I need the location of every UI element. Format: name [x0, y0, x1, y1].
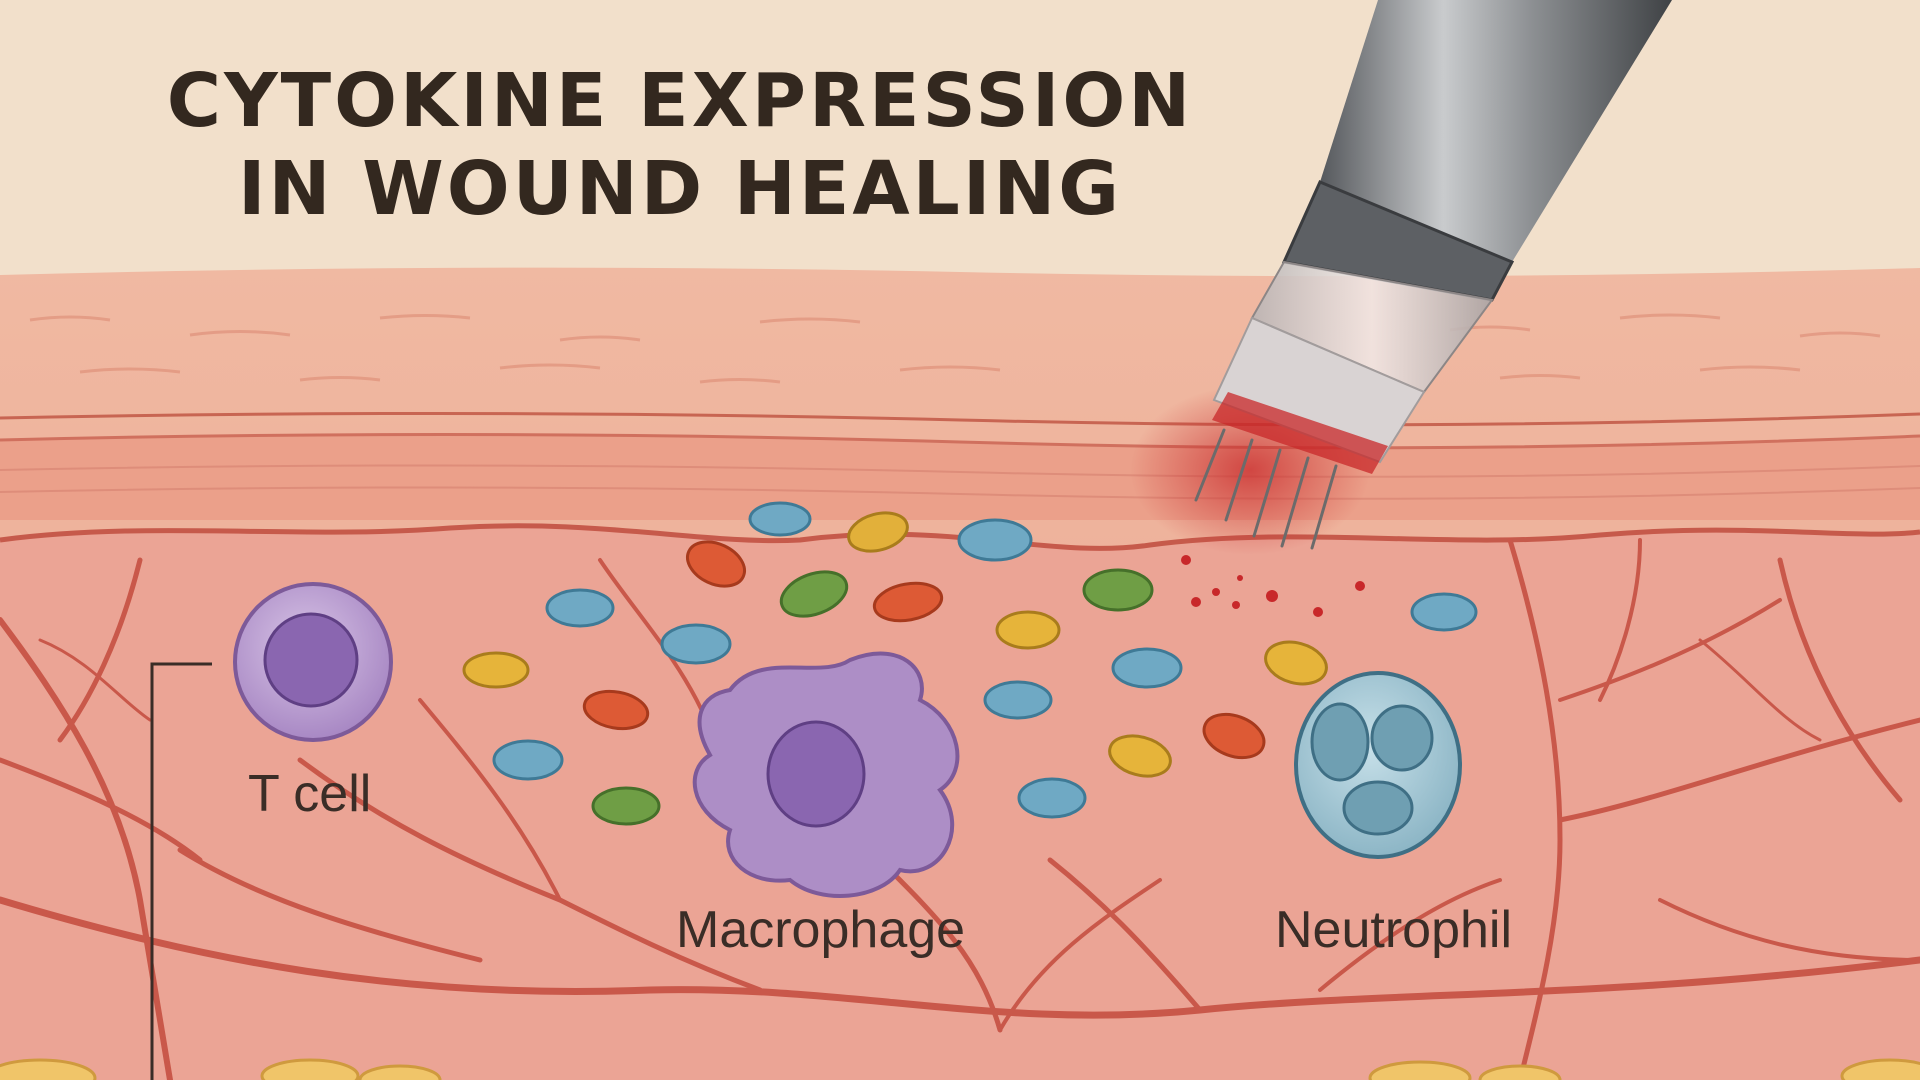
cytokine-green — [591, 786, 661, 826]
microneedling-pen-icon — [1194, 0, 1672, 550]
cytokine-blue — [983, 680, 1053, 720]
cytokine-orange — [686, 540, 746, 588]
macrophage — [692, 651, 960, 898]
neutrophil — [1294, 671, 1462, 859]
cytokine-blue — [1017, 777, 1087, 819]
page-title-line-1: CYTOKINE EXPRESSION — [166, 58, 1194, 144]
basal-line — [0, 411, 1920, 427]
cytokine-blue — [1111, 647, 1183, 689]
t-cell-label: T cell — [248, 765, 372, 823]
blood-vessels — [0, 537, 1920, 1080]
cytokines — [462, 501, 1478, 826]
page-title-line-2: IN WOUND HEALING — [237, 146, 1123, 232]
cytokine-green — [1082, 568, 1154, 612]
device-tip — [1212, 316, 1426, 464]
cytokine-orange — [847, 511, 909, 553]
cytokine-green — [779, 570, 849, 618]
basal-line-2 — [0, 432, 1920, 450]
t-cell — [233, 582, 393, 742]
cytokine-yellow — [462, 651, 530, 689]
cytokine-blue — [1410, 592, 1478, 632]
cytokine-blue — [660, 623, 732, 665]
t-cell-pointer-line — [150, 662, 212, 1080]
epidermis-texture — [29, 313, 1881, 384]
macrophage-nucleus — [766, 720, 866, 828]
neutrophil-lobe — [1370, 704, 1434, 772]
neutrophil-label: Neutrophil — [1275, 901, 1513, 959]
cytokine-blue — [957, 518, 1033, 562]
cytokine-orange — [582, 689, 650, 731]
blood-droplets — [1181, 555, 1365, 617]
device-blood-tip — [1212, 392, 1388, 474]
cytokine-orange — [872, 581, 944, 623]
macrophage-label: Macrophage — [676, 901, 966, 959]
cytokine-blue — [748, 501, 812, 537]
t-cell-nucleus — [263, 612, 359, 708]
device-body — [1320, 0, 1672, 262]
neutrophil-lobe — [1310, 702, 1370, 782]
microneedles — [1194, 428, 1338, 550]
cytokine-blue — [545, 588, 615, 628]
cytokine-blue — [492, 739, 564, 781]
cytokine-yellow — [1108, 734, 1172, 778]
neutrophil-lobe — [1342, 780, 1414, 836]
fat-cells — [0, 1058, 1920, 1080]
cytokine-yellow — [995, 610, 1061, 650]
cytokine-yellow — [1264, 640, 1328, 686]
cytokine-orange — [1202, 712, 1266, 760]
